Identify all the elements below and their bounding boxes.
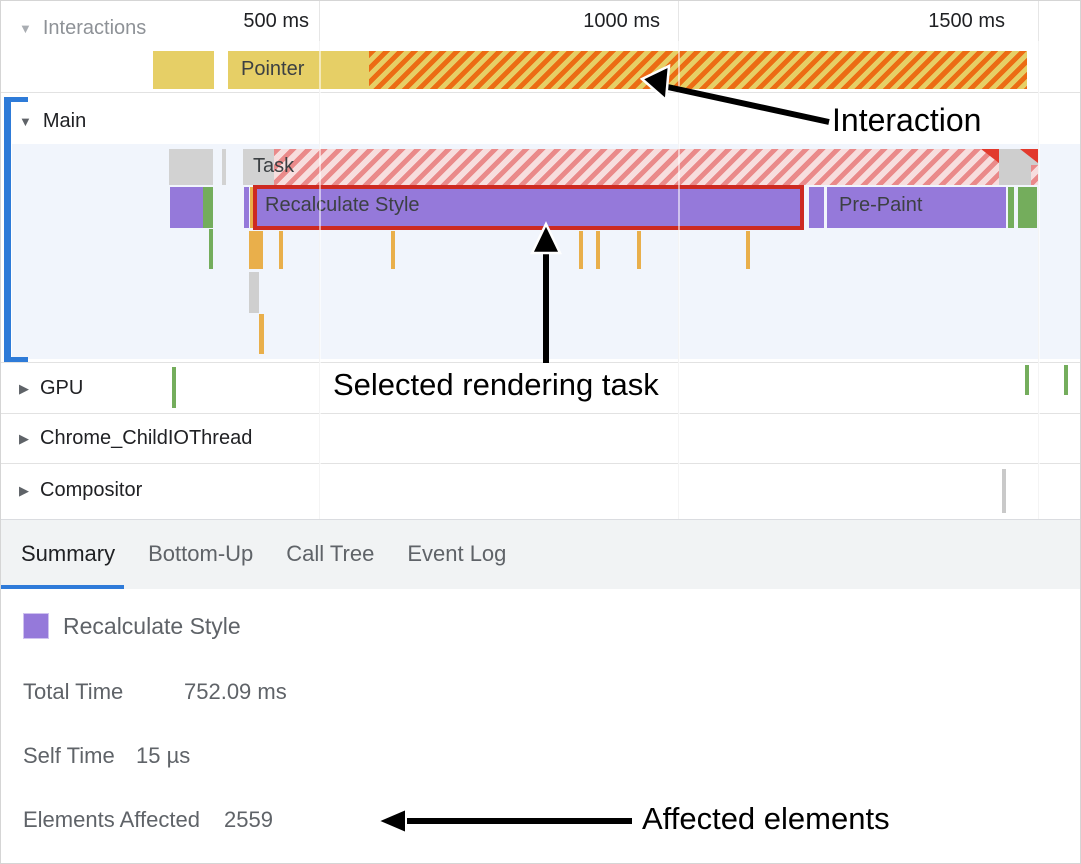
gpu-activity-tick[interactable] [1064, 365, 1068, 395]
gridline-overlay [1038, 41, 1040, 519]
tab-bottom-up[interactable]: Bottom-Up [148, 541, 254, 566]
disclosure-expanded-icon: ▼ [19, 21, 32, 36]
ruler-label-1000ms: 1000 ms [583, 10, 660, 32]
paint-marker[interactable] [1008, 187, 1014, 228]
track-label-gpu: GPU [40, 377, 84, 399]
disclosure-expanded-icon: ▼ [19, 114, 32, 129]
bracket-bottom-stub [4, 357, 28, 362]
summary-value: 752.09 ms [184, 679, 287, 704]
event-color-swatch [23, 613, 49, 639]
gpu-activity-tick[interactable] [172, 367, 176, 408]
ruler-label-1500ms: 1500 ms [928, 10, 1005, 32]
annotation-affected-elements: Affected elements [642, 801, 890, 836]
gpu-activity-tick[interactable] [1025, 365, 1029, 395]
task-bar-label: Task [253, 155, 295, 177]
tab-summary[interactable]: Summary [21, 541, 116, 566]
summary-row-total-time: Total Time 752.09 ms [23, 679, 287, 709]
main-track-selection-bracket [4, 97, 11, 362]
track-label-io-thread: Chrome_ChildIOThread [40, 427, 253, 449]
disclosure-collapsed-icon: ▶ [19, 482, 29, 498]
track-divider [1, 463, 1080, 464]
script-tick[interactable] [579, 231, 583, 269]
active-tab-underline [1, 585, 124, 589]
interaction-hatch-overlay [369, 51, 1027, 89]
summary-value: 2559 [224, 807, 273, 832]
style-recalc-fragment[interactable] [170, 187, 203, 228]
task-sub-bar[interactable] [249, 272, 259, 313]
track-header-io-thread[interactable]: ▶ Chrome_ChildIOThread [19, 427, 252, 450]
summary-label: Total Time [23, 679, 124, 704]
track-divider [1, 413, 1080, 414]
summary-row-self-time: Self Time 15 µs [23, 743, 190, 773]
track-header-gpu[interactable]: ▶ GPU [19, 377, 83, 400]
selected-recalculate-style-bar[interactable]: Recalculate Style [253, 185, 804, 230]
track-label-main: Main [42, 110, 87, 132]
gridline-overlay [319, 41, 321, 519]
style-fragment[interactable] [809, 187, 824, 228]
flame-chart: 500 ms 1000 ms 1500 ms ▼ Interactions Po… [1, 1, 1080, 519]
disclosure-collapsed-icon: ▶ [19, 380, 29, 396]
pre-paint-bar[interactable]: Pre-Paint [827, 187, 1006, 228]
tab-call-tree[interactable]: Call Tree [286, 541, 375, 566]
pre-paint-bar-label: Pre-Paint [839, 194, 923, 216]
track-label-compositor: Compositor [40, 479, 143, 501]
track-header-interactions[interactable]: ▼ Interactions [19, 17, 146, 40]
task-bar-fragment[interactable] [169, 149, 213, 185]
task-bar-end-fragment[interactable] [999, 149, 1038, 185]
bottom-drawer-tabbar: Summary Bottom-Up Call Tree Event Log [1, 519, 1080, 589]
task-marker[interactable] [222, 149, 226, 185]
summary-label: Elements Affected [23, 807, 200, 832]
pointer-bar-label: Pointer [241, 58, 305, 80]
track-label-interactions: Interactions [42, 17, 147, 39]
paint-bar[interactable] [1018, 187, 1037, 228]
script-tick[interactable] [391, 231, 395, 269]
script-tick[interactable] [746, 231, 750, 269]
summary-label: Self Time [23, 743, 115, 768]
track-divider [1, 92, 1080, 93]
selected-task-annotation-arrow [530, 221, 562, 363]
gridline-overlay [678, 41, 680, 519]
recalculate-style-bar-label: Recalculate Style [265, 194, 420, 216]
summary-row-elements-affected: Elements Affected 2559 [23, 807, 273, 837]
paint-tick[interactable] [209, 229, 213, 269]
interaction-annotation-arrow [639, 63, 830, 125]
annotation-selected-task: Selected rendering task [333, 367, 659, 402]
track-header-main[interactable]: ▼ Main [19, 110, 86, 133]
task-warning-corner [1020, 149, 1038, 163]
long-task-bar[interactable]: Task [243, 149, 999, 185]
summary-event-name: Recalculate Style [63, 613, 241, 639]
script-tick[interactable] [637, 231, 641, 269]
compositor-activity-tick[interactable] [1002, 469, 1006, 513]
tab-event-log[interactable]: Event Log [407, 541, 507, 566]
bracket-top-stub [4, 97, 28, 102]
ruler-label-500ms: 500 ms [243, 10, 309, 32]
summary-value: 15 µs [136, 743, 191, 768]
script-tick[interactable] [259, 314, 264, 354]
long-task-warning-corner [981, 149, 999, 163]
task-stripe-fragment [1031, 165, 1038, 185]
style-marker[interactable] [244, 187, 249, 228]
script-bar[interactable] [249, 231, 263, 269]
disclosure-collapsed-icon: ▶ [19, 430, 29, 446]
script-tick[interactable] [279, 231, 283, 269]
script-tick[interactable] [596, 231, 600, 269]
affected-elements-annotation-arrow [375, 807, 632, 835]
annotation-interaction: Interaction [832, 102, 982, 138]
track-header-compositor[interactable]: ▶ Compositor [19, 479, 142, 502]
track-divider [1, 362, 1080, 363]
summary-pane: Recalculate Style Total Time 752.09 ms S… [1, 589, 1080, 863]
interaction-bar-small[interactable] [153, 51, 214, 89]
paint-fragment[interactable] [203, 187, 213, 228]
interaction-bar-pointer[interactable]: Pointer [228, 51, 1027, 89]
long-task-candy-stripes [274, 149, 999, 185]
